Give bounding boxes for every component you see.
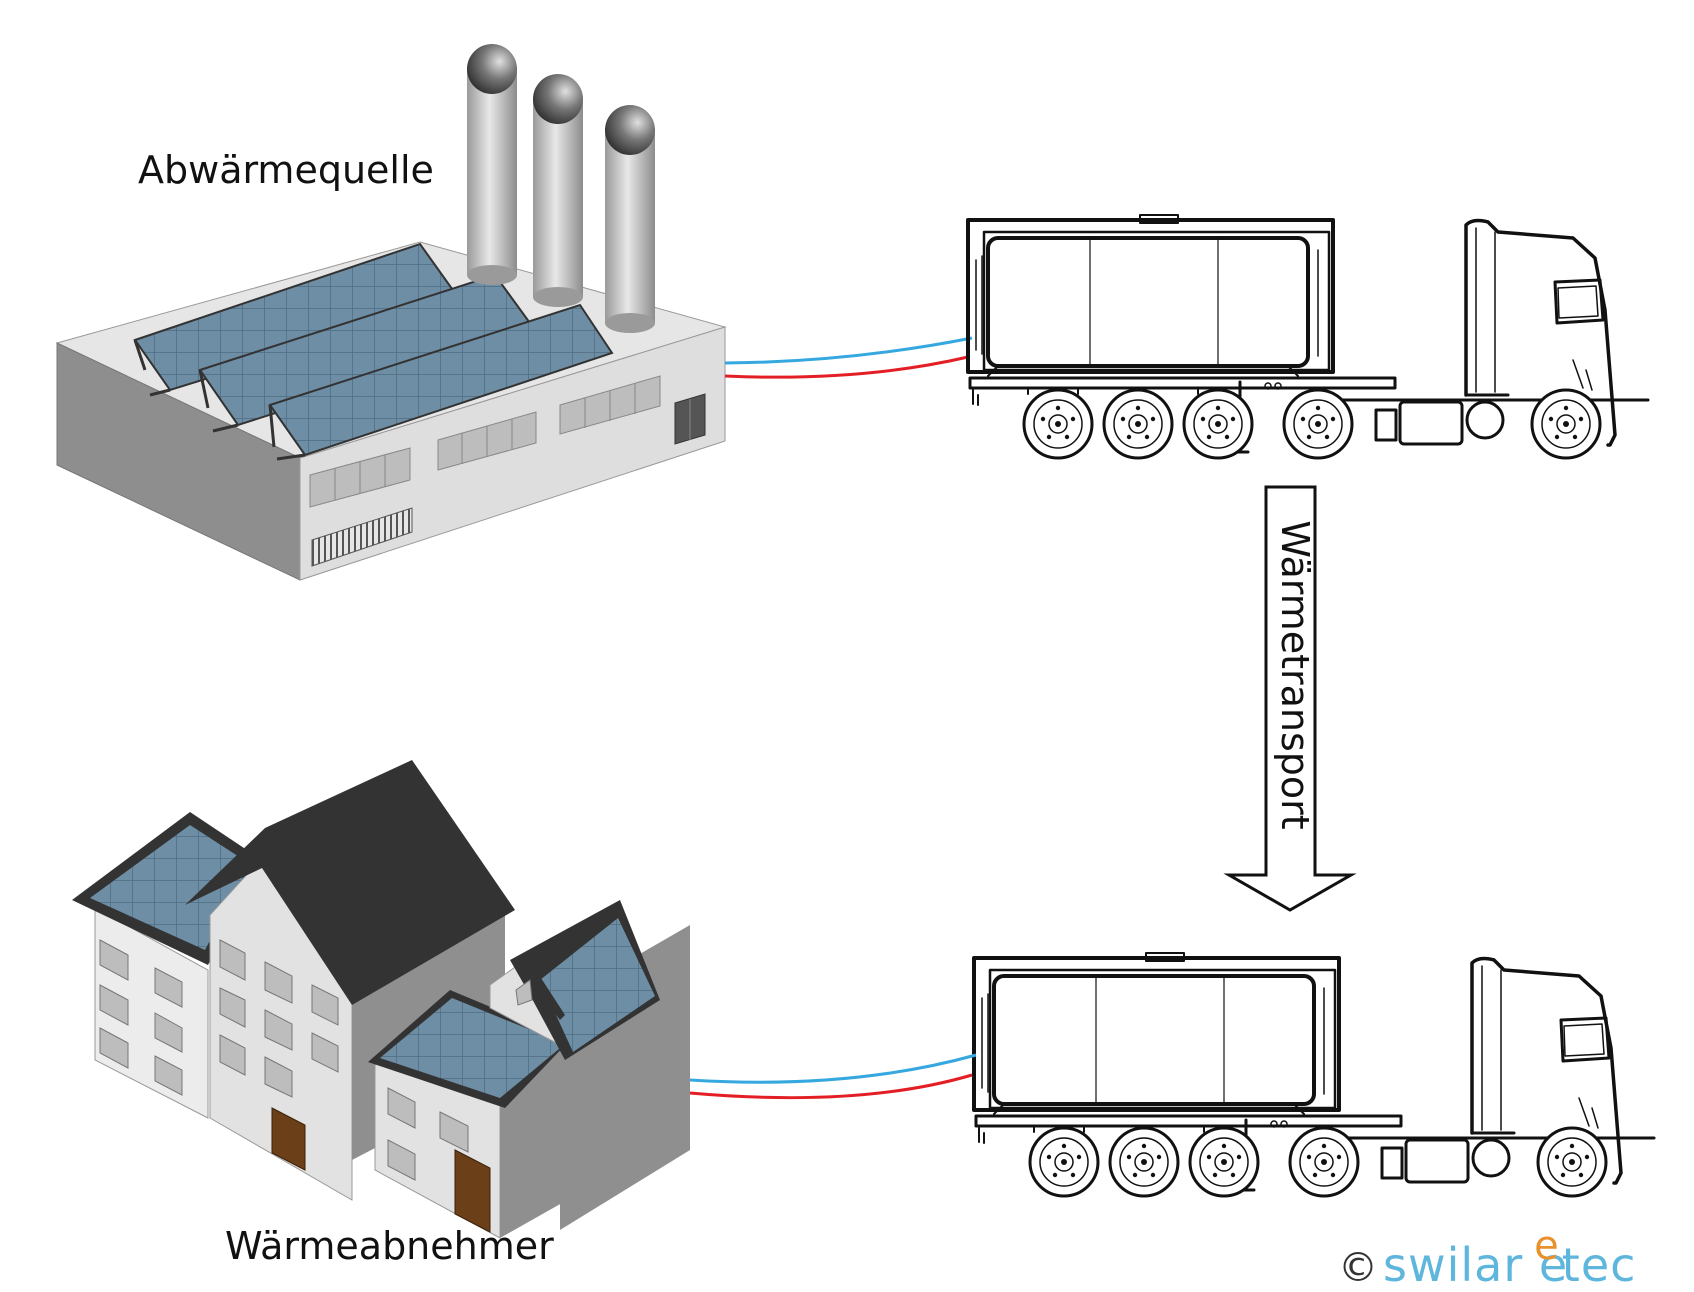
pipes-top xyxy=(724,336,973,379)
copyright-notice: ©swilar eetec xyxy=(1338,1223,1637,1292)
factory-building xyxy=(55,44,727,581)
heat-consumer-label: Wärmeabnehmer xyxy=(225,1224,554,1268)
tanker-truck-top xyxy=(966,213,1650,460)
brand-name-part2: tec xyxy=(1561,1238,1637,1292)
brand-accent-letter: e xyxy=(1534,1223,1560,1269)
factory-solar-panels xyxy=(133,242,614,461)
heat-transport-label-box: Wärmetransport xyxy=(1271,515,1319,835)
factory-chimneys xyxy=(467,44,655,333)
tanker-truck-bottom xyxy=(972,951,1656,1198)
pipe-cold-top xyxy=(724,336,973,365)
pipes-bottom xyxy=(689,1053,977,1100)
heat-transport-label: Wärmetransport xyxy=(1273,520,1317,830)
copyright-symbol: © xyxy=(1338,1245,1379,1291)
heat-source-label: Abwärmequelle xyxy=(138,148,434,192)
residential-houses xyxy=(72,760,690,1239)
pipe-hot-bottom xyxy=(689,1073,973,1100)
brand-name-part1: swilar e xyxy=(1383,1238,1569,1292)
transport-arrow xyxy=(1223,485,1357,912)
pipe-cold-bottom xyxy=(689,1053,977,1084)
pipe-hot-top xyxy=(724,355,969,379)
